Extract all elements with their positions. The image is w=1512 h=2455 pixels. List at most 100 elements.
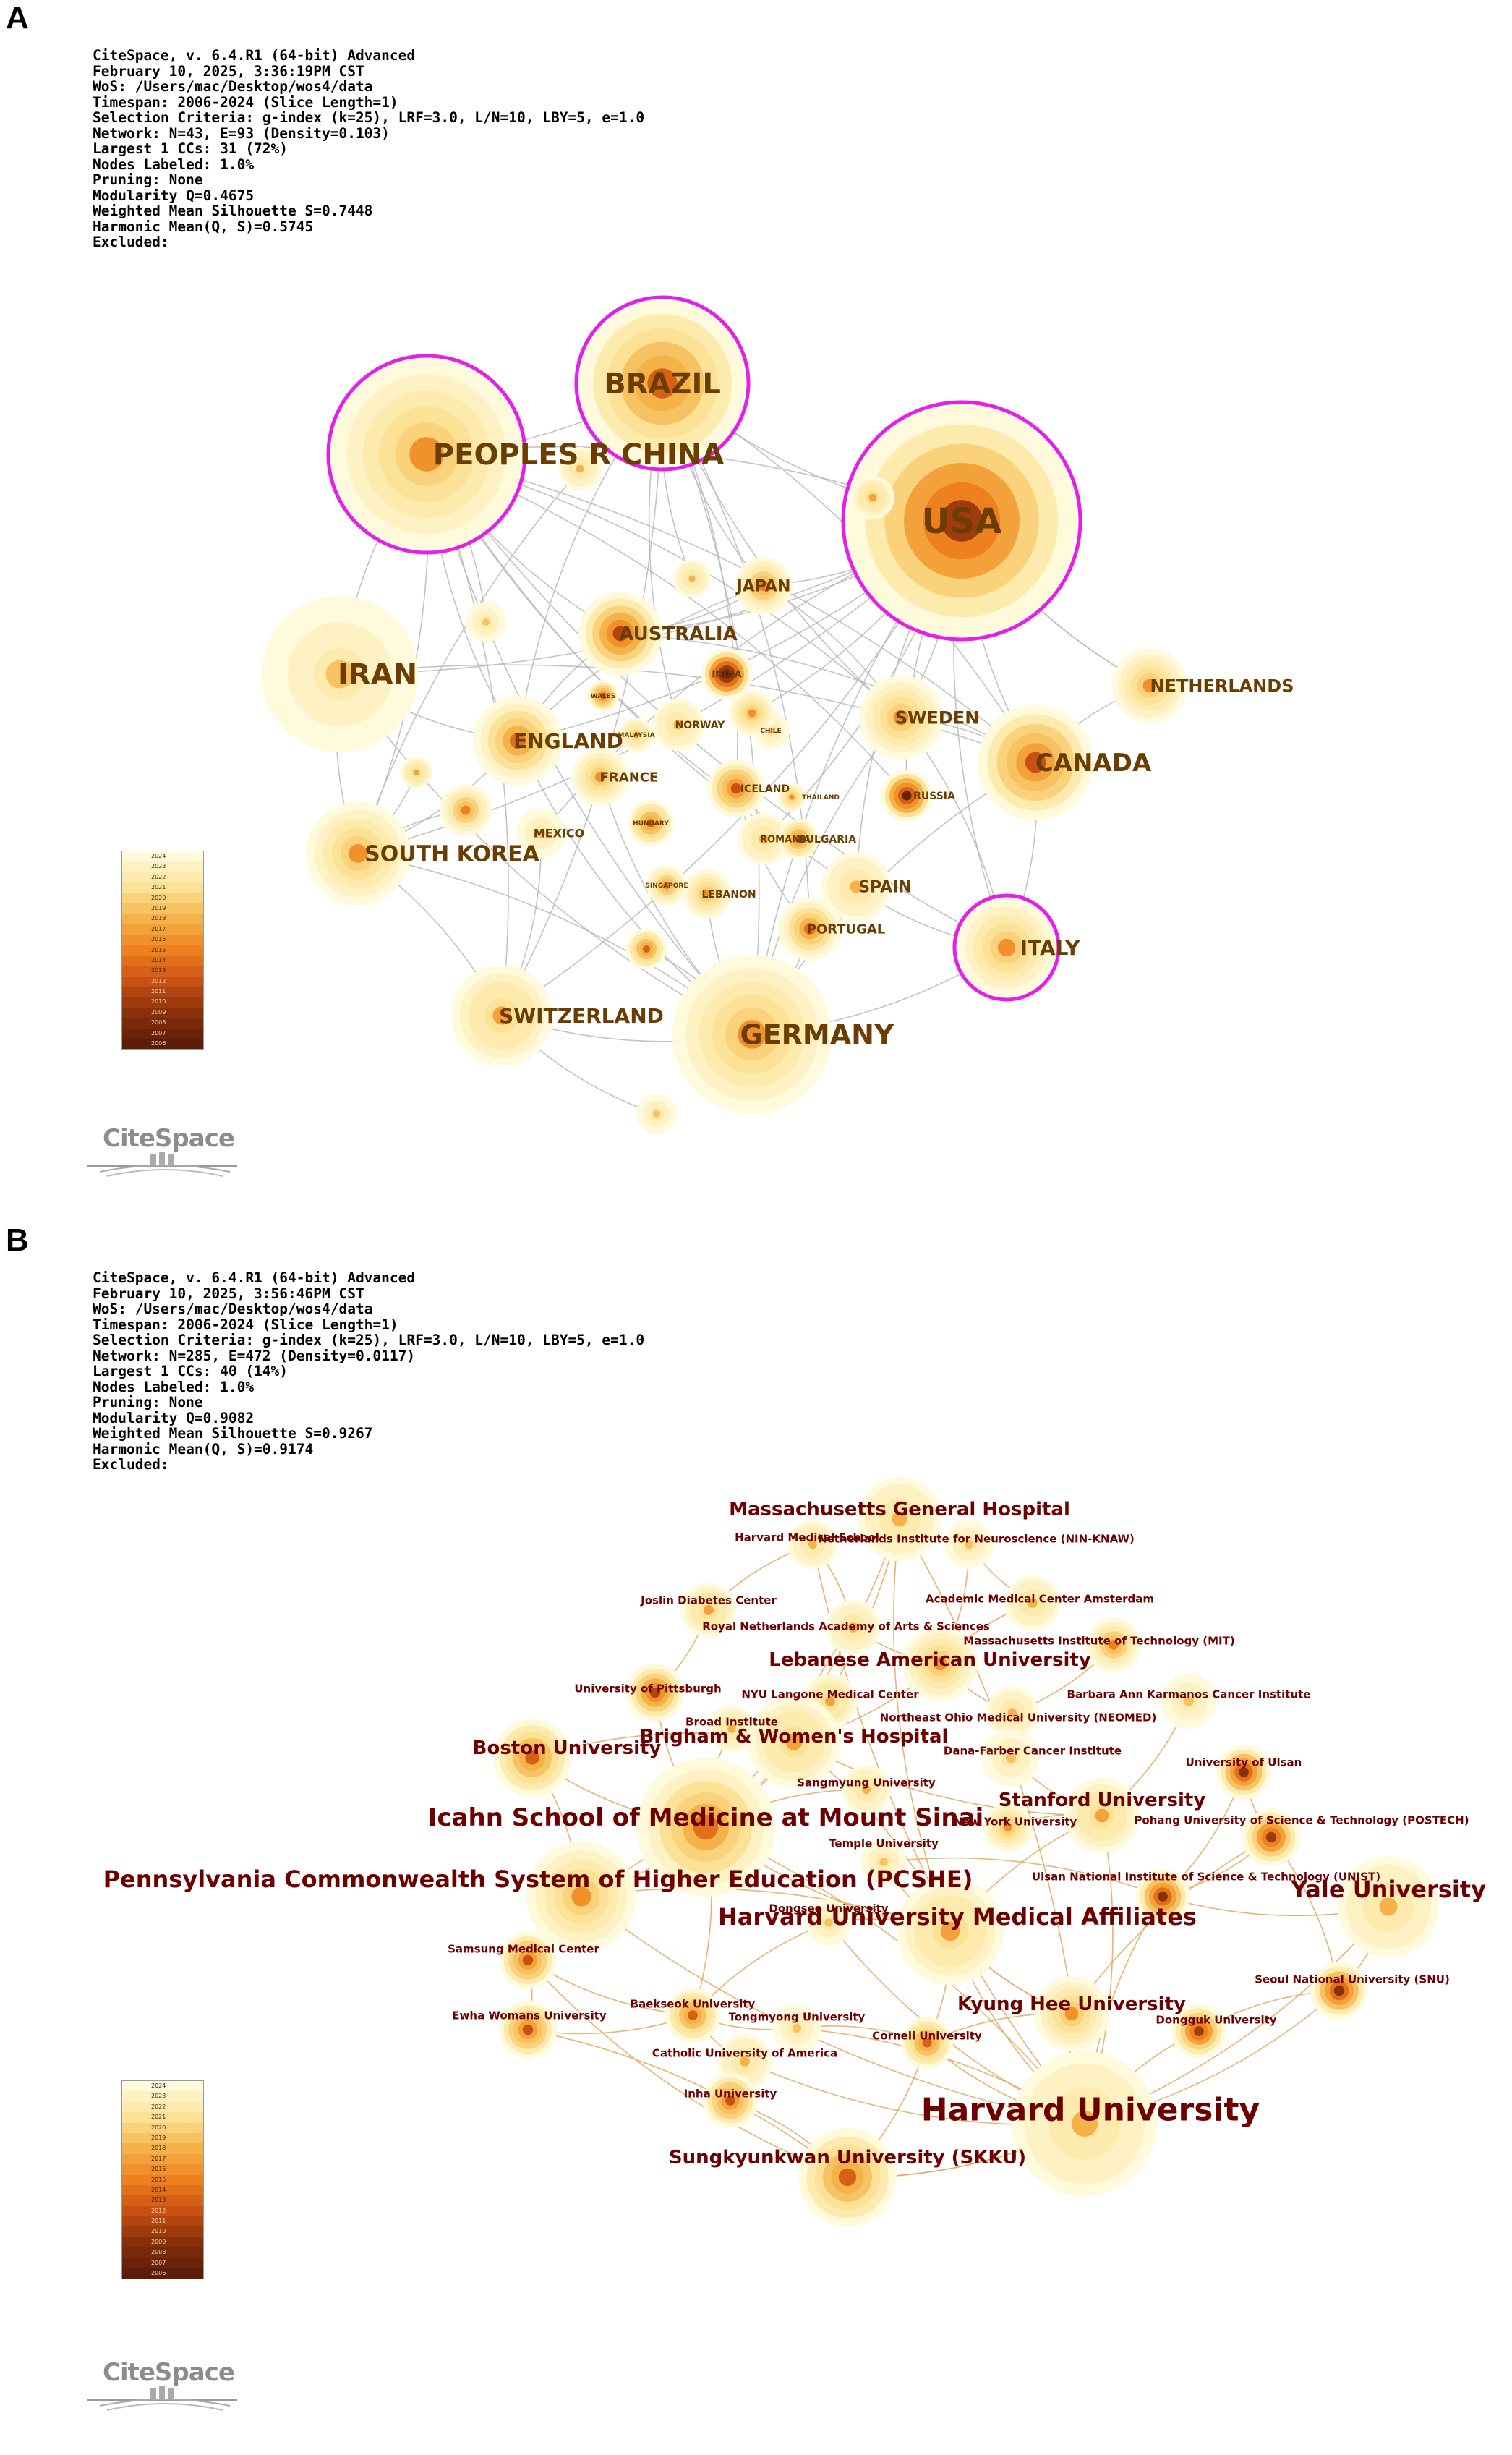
node-core [647, 368, 678, 399]
node-label-sungkyunkwan-university-skku: Sungkyunkwan University (SKKU) [669, 2147, 1026, 2169]
node-sangmyung-university[interactable] [842, 1765, 891, 1814]
node-unlabeled[interactable] [440, 784, 492, 836]
node-usa[interactable] [841, 400, 1082, 642]
logo-book-graphic [87, 2386, 237, 2411]
node-canada[interactable] [978, 705, 1093, 820]
node-university-of-pittsburgh[interactable] [626, 1664, 684, 1722]
node-harvard-university-medical-affiliates[interactable] [897, 1878, 1004, 1985]
node-peoples-r-china[interactable] [326, 354, 527, 555]
node-unlabeled[interactable] [851, 476, 894, 519]
node-pennsylvania-commonwealth-system-of-higher-education-pcshe[interactable] [526, 1842, 636, 1952]
node-sungkyunkwan-university-skku[interactable] [798, 2128, 897, 2226]
node-unlabeled[interactable] [466, 602, 506, 642]
node-australia[interactable] [578, 592, 662, 676]
node-unlabeled[interactable] [401, 757, 432, 788]
node-catholic-university-of-america[interactable] [717, 2034, 772, 2089]
node-yale-university[interactable] [1338, 1856, 1439, 1957]
node-massachusetts-institute-of-technology-mit[interactable] [1086, 1617, 1141, 1672]
node-brigham-women-s-hospital[interactable] [748, 1695, 840, 1788]
node-unlabeled[interactable] [673, 560, 711, 597]
node-england[interactable] [473, 696, 563, 786]
node-ewha-womans-university[interactable] [499, 2001, 557, 2059]
node-joslin-diabetes-center[interactable] [681, 1583, 736, 1638]
node-core [789, 794, 795, 800]
legend-year-2009: 2009 [122, 2237, 203, 2248]
node-northeast-ohio-medical-university-neomed[interactable] [986, 1687, 1038, 1739]
node-boston-university[interactable] [493, 1719, 571, 1797]
node-romania[interactable] [738, 813, 790, 865]
legend-year-2007: 2007 [122, 1028, 203, 1039]
node-netherlands[interactable] [1112, 648, 1187, 723]
node-broad-institute[interactable] [709, 1706, 755, 1752]
node-lebanese-american-university[interactable] [902, 1626, 978, 1701]
node-massachusetts-general-hospital[interactable] [858, 1477, 941, 1561]
node-south-korea[interactable] [306, 801, 410, 906]
node-japan[interactable] [735, 557, 793, 615]
node-malaysia[interactable] [619, 718, 654, 752]
node-wales[interactable] [587, 680, 619, 712]
node-brazil[interactable] [574, 295, 751, 472]
node-university-of-ulsan[interactable] [1216, 1745, 1271, 1800]
node-switzerland[interactable] [451, 965, 552, 1066]
node-france[interactable] [571, 748, 629, 806]
node-harvard-university[interactable] [1012, 2051, 1157, 2196]
node-stanford-university[interactable] [1064, 1778, 1140, 1853]
node-unlabeled[interactable] [558, 447, 602, 490]
node-inha-university[interactable] [703, 2073, 758, 2128]
node-italy[interactable] [952, 893, 1061, 1002]
node-core [892, 1511, 907, 1527]
node-tongmyong-university[interactable] [772, 2004, 821, 2053]
node-iceland[interactable] [707, 760, 765, 817]
node-india[interactable] [701, 648, 753, 700]
node-label-icahn-school-of-medicine-at-mount-sinai: Icahn School of Medicine at Mount Sinai [428, 1803, 984, 1832]
node-sweden[interactable] [859, 676, 943, 760]
node-pohang-university-of-science-technology-postech[interactable] [1242, 1808, 1300, 1866]
node-dongguk-university[interactable] [1171, 2004, 1226, 2059]
node-unlabeled[interactable] [636, 1094, 677, 1134]
node-samsung-medical-center[interactable] [499, 1931, 557, 1989]
node-kyung-hee-university[interactable] [1034, 1976, 1109, 2051]
node-germany[interactable] [672, 955, 832, 1114]
legend-year-2012: 2012 [122, 976, 203, 987]
burst-ring [841, 400, 1082, 642]
node-baekseok-university[interactable] [665, 1988, 720, 2043]
node-core [600, 693, 606, 699]
node-new-york-university[interactable] [983, 1803, 1033, 1852]
node-unlabeled[interactable] [626, 929, 667, 969]
node-cornell-university[interactable] [901, 2017, 953, 2069]
node-seoul-national-university-snu[interactable] [1310, 1962, 1368, 2020]
legend-year-2020: 2020 [122, 893, 203, 903]
node-core [1028, 1598, 1038, 1608]
node-hungary[interactable] [628, 800, 674, 846]
node-netherlands-institute-for-neuroscience-nin-knaw[interactable] [944, 1520, 994, 1569]
node-academic-medical-center-amsterdam[interactable] [1005, 1575, 1060, 1630]
node-dongseo-university[interactable] [806, 1899, 852, 1946]
node-russia[interactable] [881, 770, 933, 822]
node-singapore[interactable] [646, 865, 687, 906]
node-core [1007, 1708, 1017, 1718]
node-core [825, 1696, 835, 1706]
node-bulgaria[interactable] [778, 819, 819, 859]
node-ulsan-national-institute-of-science-technology-unist[interactable] [1135, 1869, 1190, 1924]
node-norway[interactable] [652, 699, 704, 751]
node-spain[interactable] [821, 852, 891, 922]
node-dana-farber-cancer-institute[interactable] [982, 1729, 1040, 1787]
node-thailand[interactable] [777, 783, 806, 812]
node-core [940, 1921, 960, 1941]
node-portugal[interactable] [778, 897, 842, 961]
node-nyu-langone-medical-center[interactable] [803, 1674, 858, 1729]
node-lebanon[interactable] [683, 869, 732, 919]
node-barbara-ann-karmanos-cancer-institute[interactable] [1161, 1674, 1216, 1729]
node-label-dongseo-university: Dongseo University [769, 1902, 888, 1915]
node-harvard-medical-school[interactable] [788, 1520, 837, 1569]
node-unlabeled[interactable] [729, 690, 775, 736]
node-icahn-school-of-medicine-at-mount-sinai[interactable] [636, 1758, 775, 1897]
node-iran[interactable] [262, 596, 418, 752]
node-core [461, 805, 471, 815]
node-core [902, 791, 912, 801]
node-royal-netherlands-academy-of-arts-sciences[interactable] [826, 1600, 881, 1655]
node-temple-university[interactable] [860, 1839, 907, 1885]
citespace-logo: CiteSpace [85, 2355, 244, 2413]
node-mexico[interactable] [516, 809, 565, 858]
